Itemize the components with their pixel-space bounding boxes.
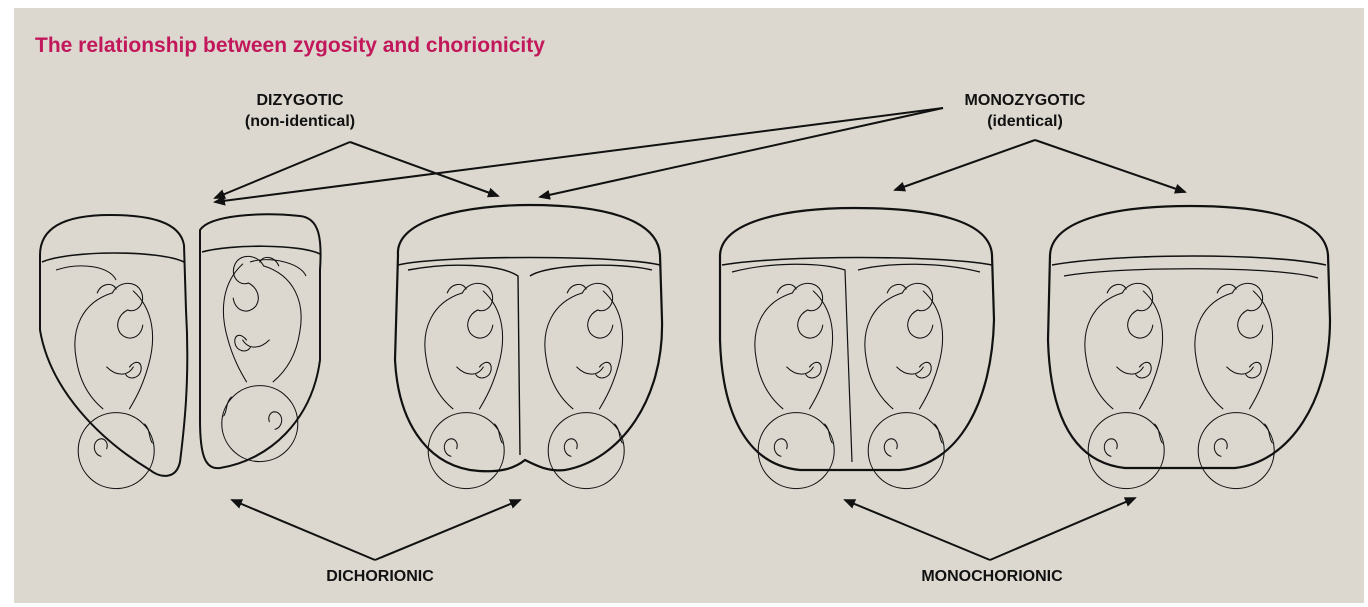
pair-fused-placenta xyxy=(395,205,662,471)
arrows xyxy=(215,108,1185,560)
pair-monochorionic-monoamniotic xyxy=(1048,206,1330,468)
pair-monochorionic-diamniotic xyxy=(720,208,994,470)
pair-separate-placentas xyxy=(40,214,321,475)
